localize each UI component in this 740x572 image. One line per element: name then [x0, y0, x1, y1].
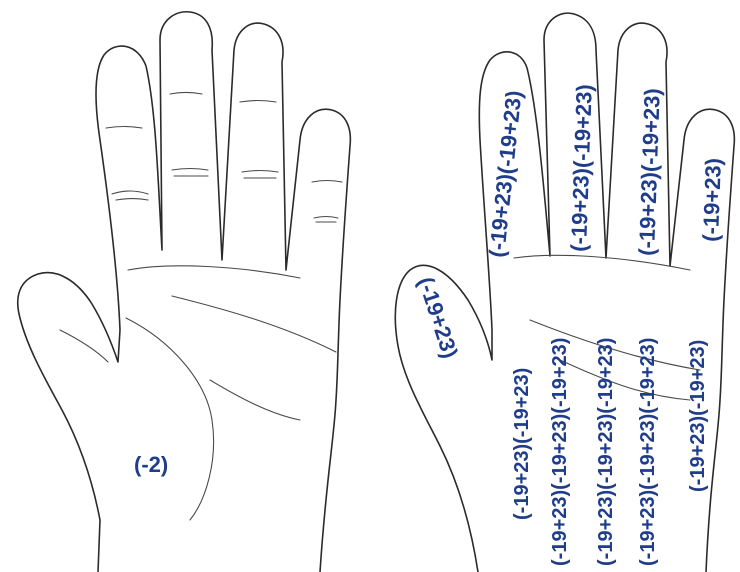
pinky-tip-label: (-19+23): [698, 158, 726, 243]
left-thumb-crease: [60, 330, 108, 362]
left-index-crease-1: [106, 127, 142, 129]
left-pinky-crease-2: [314, 217, 338, 219]
right-crease-1: [514, 255, 690, 270]
thumb-label: (-19+23): [413, 274, 463, 361]
left-pinky-crease-1: [312, 181, 342, 183]
palm-column-4-label: (-19+23)(-19+23)(-19+23): [637, 338, 659, 566]
palm-column-2-label: (-19+23)(-19+23)(-19+23): [549, 338, 571, 566]
left-life-line: [126, 318, 214, 520]
left-ring-crease-1: [240, 101, 276, 103]
left-hand-outline: [18, 12, 351, 572]
left-palm-crease: [210, 380, 300, 420]
left-index-crease-2: [112, 191, 148, 194]
left-middle-crease-2: [172, 169, 208, 171]
index-tip-label: (-19+23)(-19+23): [484, 89, 526, 258]
left-palm-label: (-2): [134, 452, 168, 477]
palm-column-1-label: (-19+23)(-19+23): [511, 368, 533, 520]
left-ring-crease-2: [242, 171, 278, 173]
right-hand: (-19+23) (-19+23)(-19+23) (-19+23)(-19+2…: [395, 13, 734, 572]
ring-tip-label: (-19+23)(-19+23): [634, 88, 665, 256]
left-head-line: [172, 296, 336, 352]
left-hand: (-2): [18, 12, 351, 572]
middle-tip-label: (-19+23)(-19+23): [566, 84, 597, 252]
left-middle-crease-1: [170, 93, 202, 95]
right-crease-3: [560, 360, 690, 400]
palm-column-5-label: (-19+23)(-19+23): [687, 340, 709, 492]
palm-column-3-label: (-19+23)(-19+23)(-19+23): [595, 338, 617, 566]
left-heart-line: [128, 266, 300, 278]
left-index-crease-3: [116, 199, 148, 201]
